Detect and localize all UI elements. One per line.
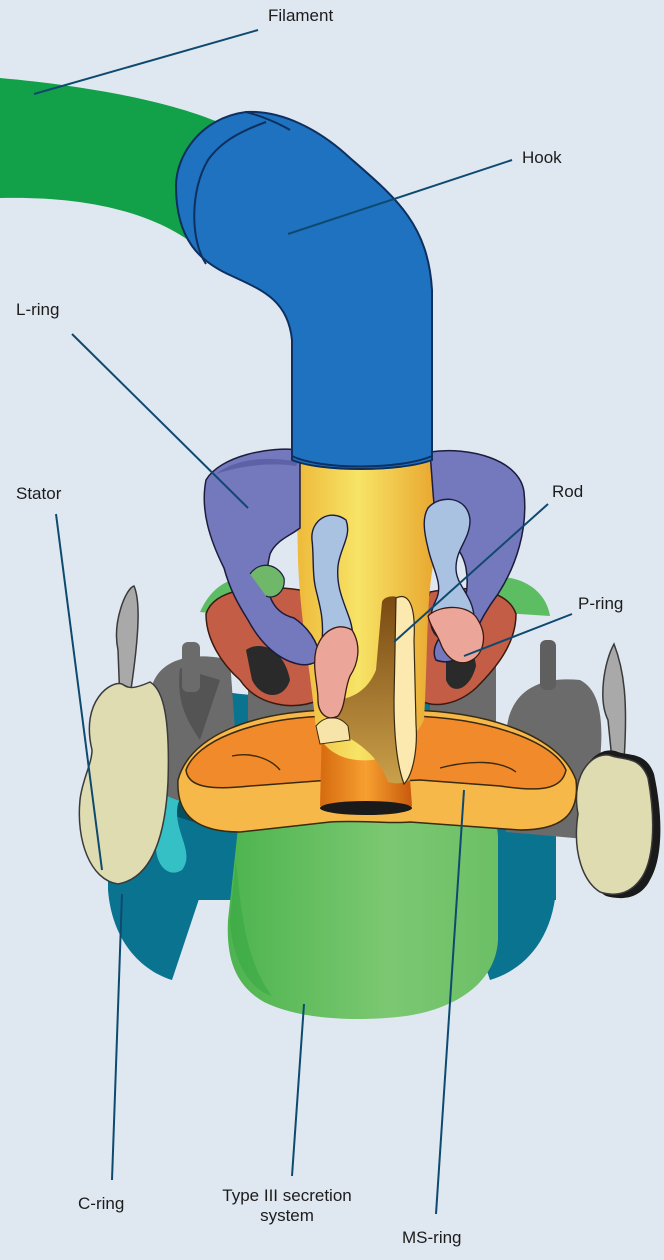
label-filament: Filament [268,6,333,26]
label-c-ring: C-ring [78,1194,124,1214]
leader-c-ring [112,894,122,1180]
stator-left [79,586,168,884]
label-p-ring: P-ring [578,594,623,614]
label-stator: Stator [16,484,61,504]
label-hook: Hook [522,148,562,168]
label-type-iii-line1: Type III secretion [222,1186,351,1206]
hook [176,112,432,469]
label-ms-ring: MS-ring [402,1228,462,1248]
label-rod: Rod [552,482,583,502]
leader-t3ss [292,1004,304,1176]
stator-right [576,644,660,898]
leader-l-ring [72,334,248,508]
label-l-ring: L-ring [16,300,59,320]
label-type-iii-secretion: Type III secretion system [222,1186,351,1226]
leader-filament [34,30,258,94]
label-type-iii-line2: system [222,1206,351,1226]
